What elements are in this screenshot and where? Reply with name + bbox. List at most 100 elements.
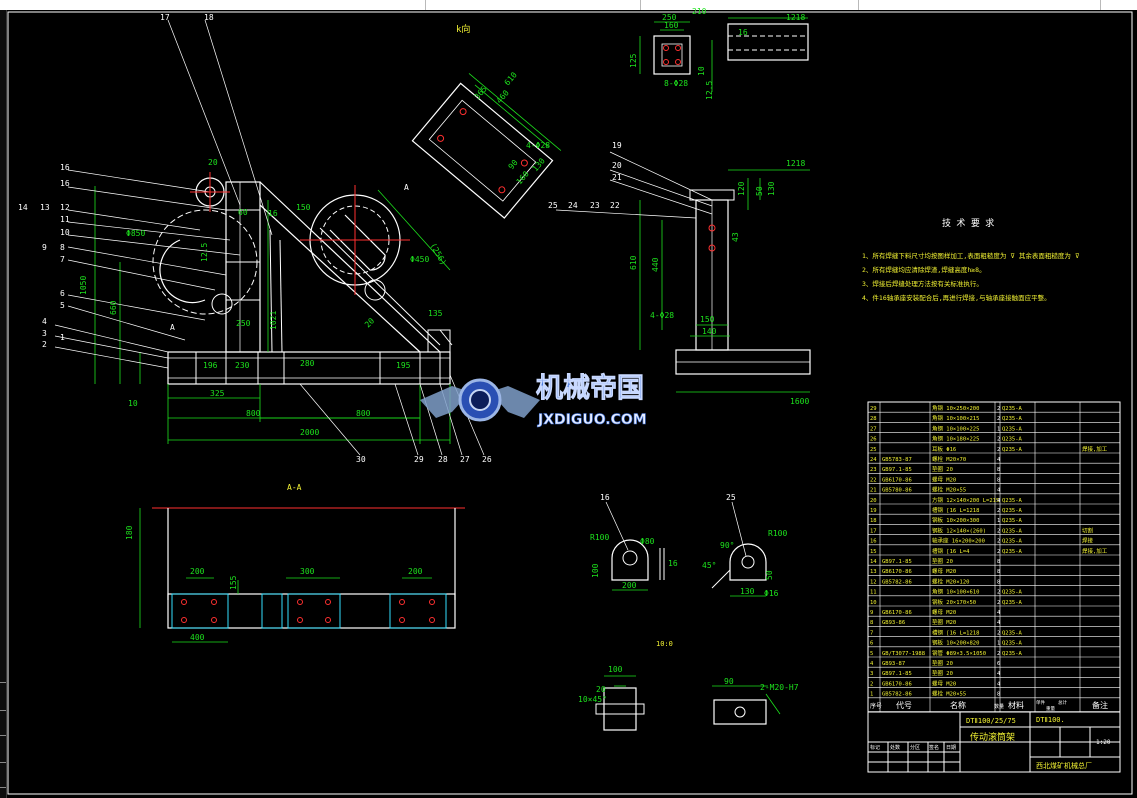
- bom-header-cell: 代号: [896, 700, 912, 710]
- bom-cell: 4: [870, 661, 874, 667]
- dim-10: 10: [128, 399, 138, 408]
- side-dim-1218: 1218: [786, 159, 805, 168]
- watermark-en: JXDIGUO.COM: [537, 412, 647, 428]
- bom-cell: 垫圈 20: [932, 557, 953, 565]
- section-a-a-view: [139, 507, 465, 643]
- kview-dim-365: 365: [473, 84, 489, 101]
- frame-tick: [0, 682, 6, 683]
- title-count-label: 处数: [890, 744, 900, 751]
- bom-cell: 垫圈 20: [932, 669, 953, 677]
- leader-8: 8: [60, 243, 65, 252]
- detail-25-ang45: 45°: [702, 561, 716, 570]
- bom-cell: GB5782-86: [882, 579, 912, 585]
- section-dim-155: 155: [229, 575, 238, 590]
- detail-16-t: 16: [668, 559, 678, 568]
- bom-cell: 20: [870, 498, 877, 504]
- dim-2000: 2000: [300, 428, 319, 437]
- side-leader-19: 19: [612, 141, 622, 150]
- watermark-logo: [420, 378, 540, 422]
- diagonal-strut: [259, 181, 441, 353]
- tech-req-title: 技 术 要 求: [942, 217, 994, 229]
- bom-cell: 1: [870, 692, 873, 698]
- section-dim-300: 300: [300, 567, 315, 576]
- side-leader-21: 21: [612, 173, 622, 182]
- bom-header-cell: 材料: [1008, 700, 1024, 710]
- leader-5: 5: [60, 301, 65, 310]
- bom-cell: 15: [870, 549, 877, 555]
- frame-tick: [0, 762, 6, 763]
- bom-header-cell: 备注: [1092, 700, 1108, 710]
- bom-cell: 焊接,加工: [1082, 547, 1108, 555]
- dim-16: 16: [268, 209, 278, 218]
- bom-cell: 6: [997, 661, 1000, 667]
- side-dim-140: 140: [702, 327, 717, 336]
- k-direction-view: [411, 73, 562, 219]
- bom-cell: Q235-A: [1002, 406, 1023, 412]
- title-bar-divider: [640, 0, 641, 10]
- bom-cell: 13: [870, 569, 877, 575]
- bom-cell: 10: [870, 600, 877, 606]
- bom-cell: GB5782-86: [882, 692, 912, 698]
- dim-12-5: 12.5: [200, 243, 209, 262]
- leader-4: 4: [42, 317, 47, 326]
- bom-cell: Q235-A: [1002, 630, 1023, 636]
- side-view: [555, 151, 811, 393]
- bom-cell: 2: [997, 539, 1000, 545]
- bom-cell: GB5783-87: [882, 457, 912, 463]
- bom-header-cell: 数量: [994, 703, 1004, 710]
- bom-cell: 18: [870, 518, 877, 524]
- bom-cell: 11: [870, 590, 877, 596]
- detail-16-r: R100: [590, 533, 609, 542]
- side-dim-120: 120: [737, 181, 746, 196]
- top-dim-160: 160: [664, 21, 679, 30]
- top-dim-125: 125: [629, 53, 638, 68]
- bom-cell: 4: [997, 498, 1001, 504]
- title-zone-label: 分区: [910, 744, 920, 751]
- dim-250: 250: [236, 319, 251, 328]
- detail-25-d: Φ16: [764, 589, 779, 598]
- shaft-dim-100: 100: [608, 665, 623, 674]
- side-dim-50: 50: [755, 186, 764, 196]
- bom-cell: 2: [997, 590, 1000, 596]
- drawing-border: [7, 11, 1133, 795]
- bom-cell: 26: [870, 437, 877, 443]
- detail-25: [711, 501, 767, 597]
- part-leaders: [54, 19, 485, 456]
- detail-pin: [712, 685, 781, 725]
- bom-cell: 4: [997, 488, 1001, 494]
- dim-195: 195: [396, 361, 411, 370]
- dim-1021: 1021: [269, 311, 278, 330]
- leader-18: 18: [204, 13, 214, 22]
- bom-cell: Q235-A: [1002, 508, 1023, 514]
- bom-cell: Q235-A: [1002, 590, 1023, 596]
- bom-cell: 螺母 M20: [932, 475, 956, 483]
- side-leader-23: 23: [590, 201, 600, 210]
- leader-1: 1: [60, 333, 65, 342]
- bom-cell: 8: [997, 692, 1000, 698]
- bom-cell: Q235-A: [1002, 447, 1023, 453]
- bom-cell: 垫圈 M20: [932, 618, 956, 626]
- main-front-view: [54, 19, 485, 456]
- side-leader-25: 25: [548, 201, 558, 210]
- top-dim-10: 10: [697, 66, 706, 76]
- top-dim-16: 16: [738, 28, 748, 37]
- bom-cell: Q235-A: [1002, 528, 1023, 534]
- section-dim-400: 400: [190, 633, 205, 642]
- bom-cell: 9: [870, 610, 873, 616]
- bom-cell: 24: [870, 457, 877, 463]
- bom-cell: GB97.1-85: [882, 559, 912, 565]
- bom-cell: 12: [870, 579, 877, 585]
- bom-cell: 4: [997, 610, 1001, 616]
- bom-cell: 钢板 20×170×50: [932, 598, 976, 606]
- side-dim-150: 150: [700, 315, 715, 324]
- bom-cell: Q235-A: [1002, 539, 1023, 545]
- bom-cell: 4: [997, 681, 1001, 687]
- section-dim-180: 180: [125, 525, 134, 540]
- dim-135: 135: [428, 309, 443, 318]
- drawing-frame-left-margin: [0, 10, 7, 798]
- bom-cell: Q235-A: [1002, 426, 1023, 432]
- bom-cell: Q235-A: [1002, 498, 1023, 504]
- frame-tick: [0, 735, 6, 736]
